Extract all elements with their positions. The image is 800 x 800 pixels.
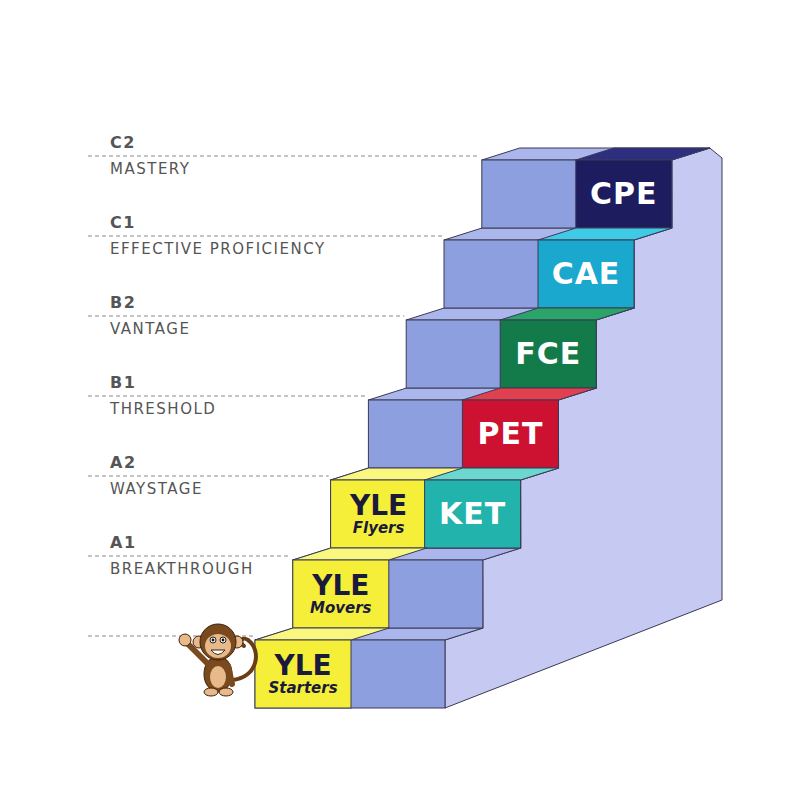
level-subname: Movers bbox=[310, 601, 372, 617]
level-code: C2 bbox=[108, 134, 138, 152]
label-front bbox=[576, 160, 672, 228]
level-line bbox=[88, 396, 366, 397]
step-front bbox=[444, 240, 634, 308]
step-top bbox=[482, 148, 710, 160]
label-top bbox=[462, 388, 596, 400]
label-top bbox=[538, 228, 672, 240]
label-front bbox=[425, 480, 521, 548]
label-front bbox=[331, 480, 427, 548]
level-title: THRESHOLD bbox=[108, 400, 218, 418]
step-front bbox=[293, 560, 483, 628]
label-front bbox=[538, 240, 634, 308]
level-line bbox=[88, 556, 291, 557]
exam-level-box: CAE bbox=[539, 241, 633, 307]
level-lines bbox=[88, 156, 480, 636]
level-code: A2 bbox=[108, 454, 139, 472]
yle-level-box: YLEFlyers bbox=[332, 481, 426, 547]
label-front bbox=[255, 640, 351, 708]
level-title: VANTAGE bbox=[108, 320, 192, 338]
step-top bbox=[368, 388, 596, 400]
step-top bbox=[331, 468, 559, 480]
steps bbox=[255, 148, 710, 708]
level-line bbox=[88, 316, 404, 317]
level-line bbox=[88, 236, 442, 237]
level-subname: Starters bbox=[268, 681, 337, 697]
level-name: YLE bbox=[312, 571, 369, 600]
step-top bbox=[406, 308, 634, 320]
label-top bbox=[255, 628, 389, 640]
level-subname: Flyers bbox=[353, 521, 405, 537]
level-code: B1 bbox=[108, 374, 138, 392]
level-name: FCE bbox=[515, 338, 581, 370]
level-name: YLE bbox=[350, 491, 407, 520]
level-title: BREAKTHROUGH bbox=[108, 560, 256, 578]
exam-level-box: FCE bbox=[501, 321, 595, 387]
level-title: EFFECTIVE PROFICIENCY bbox=[108, 240, 328, 258]
level-title: WAYSTAGE bbox=[108, 480, 205, 498]
level-name: PET bbox=[477, 418, 543, 450]
step-top bbox=[255, 628, 483, 640]
exam-level-box: PET bbox=[463, 401, 557, 467]
step-front bbox=[255, 640, 445, 708]
level-code: B2 bbox=[108, 294, 138, 312]
monkey-mascot bbox=[179, 624, 256, 696]
label-front bbox=[293, 560, 389, 628]
level-name: YLE bbox=[274, 651, 331, 680]
exam-level-box: KET bbox=[426, 481, 520, 547]
step-top bbox=[444, 228, 672, 240]
label-front bbox=[500, 320, 596, 388]
yle-level-box: YLEMovers bbox=[294, 561, 388, 627]
exam-level-box: CPE bbox=[577, 161, 671, 227]
level-line bbox=[88, 476, 329, 477]
label-top bbox=[576, 148, 710, 160]
level-name: KET bbox=[439, 498, 506, 530]
level-code: A1 bbox=[108, 534, 139, 552]
level-code: C1 bbox=[108, 214, 138, 232]
label-front bbox=[462, 400, 558, 468]
level-line bbox=[88, 156, 480, 157]
colored-sections bbox=[255, 148, 710, 708]
label-top bbox=[500, 308, 634, 320]
step-front bbox=[482, 160, 672, 228]
yle-level-box: YLEStarters bbox=[256, 641, 350, 707]
level-name: CAE bbox=[552, 258, 621, 290]
level-name: CPE bbox=[590, 178, 658, 210]
step-front bbox=[368, 400, 558, 468]
step-top bbox=[293, 548, 521, 560]
stair-side bbox=[445, 148, 722, 708]
label-top bbox=[425, 468, 559, 480]
level-title: MASTERY bbox=[108, 160, 193, 178]
step-front bbox=[331, 480, 521, 548]
step-front bbox=[406, 320, 596, 388]
label-top bbox=[293, 548, 427, 560]
